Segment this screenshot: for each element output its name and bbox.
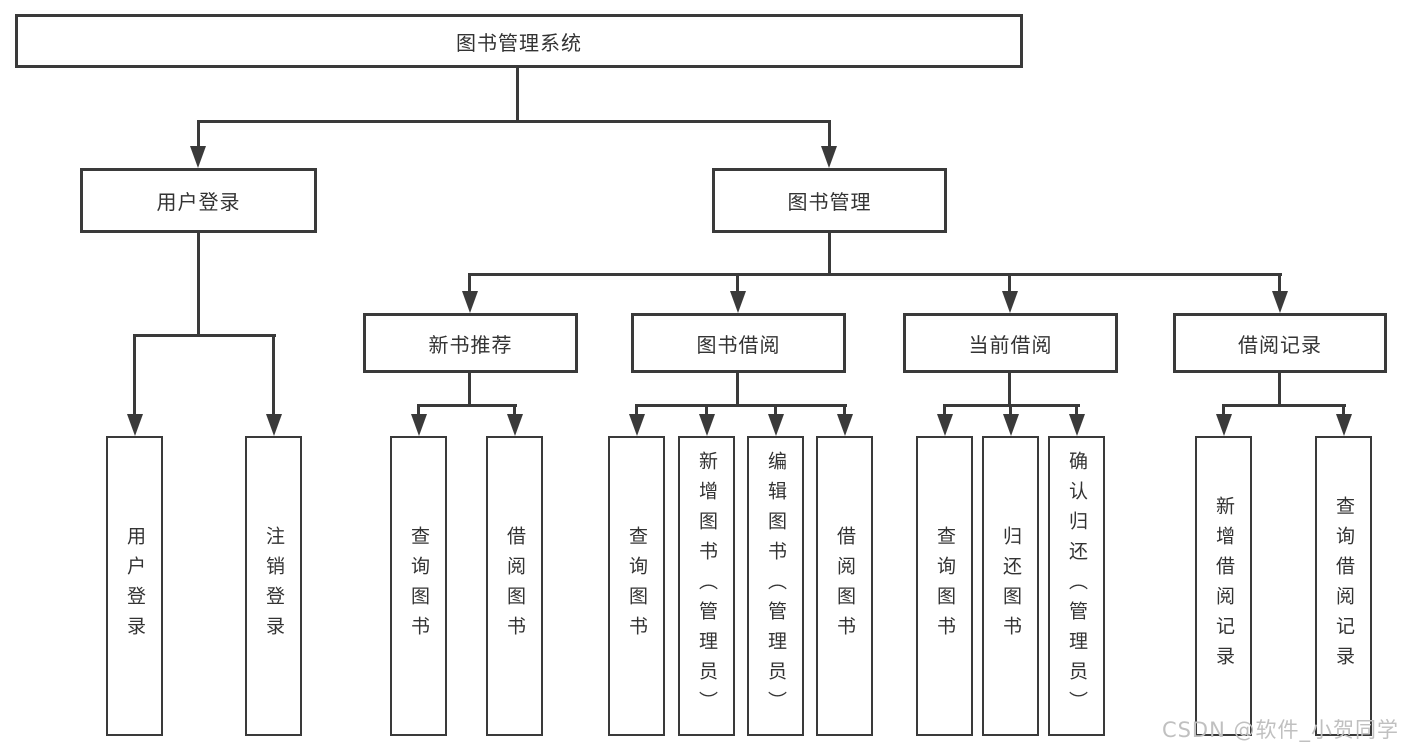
arrow-down-icon bbox=[1069, 414, 1085, 436]
leaf-borrow-books-newbooks: 借阅图书 bbox=[486, 436, 543, 736]
arrow-down-icon bbox=[821, 146, 837, 168]
arrow-down-icon bbox=[462, 291, 478, 313]
node-user-login: 用户登录 bbox=[80, 168, 317, 233]
node-current-borrowing-label: 当前借阅 bbox=[968, 332, 1053, 357]
leaf-label: 查询图书 bbox=[934, 526, 956, 646]
arrow-down-icon bbox=[411, 414, 427, 436]
connector-userlogin-split bbox=[133, 334, 276, 337]
connector-drop bbox=[468, 273, 471, 293]
arrow-down-icon bbox=[1003, 414, 1019, 436]
connector-newbooks-split bbox=[417, 404, 517, 407]
connector-userlogin-drop bbox=[197, 120, 200, 148]
connector-drop bbox=[513, 404, 516, 418]
leaf-label: 新增借阅记录 bbox=[1213, 496, 1235, 676]
connector-current-stem bbox=[1008, 373, 1011, 407]
node-book-borrowing-label: 图书借阅 bbox=[696, 332, 781, 357]
connector-drop bbox=[736, 273, 739, 293]
connector-drop bbox=[133, 334, 136, 414]
connector-drop bbox=[705, 404, 708, 418]
node-book-borrowing: 图书借阅 bbox=[631, 313, 846, 373]
leaf-logout: 注销登录 bbox=[245, 436, 302, 736]
leaf-label: 借阅图书 bbox=[504, 526, 526, 646]
connector-drop bbox=[417, 404, 420, 418]
leaf-label: 查询图书 bbox=[408, 526, 430, 646]
leaf-query-books-current: 查询图书 bbox=[916, 436, 973, 736]
leaf-user-login: 用户登录 bbox=[106, 436, 163, 736]
leaf-label: 查询借阅记录 bbox=[1333, 496, 1355, 676]
leaf-return-books: 归还图书 bbox=[982, 436, 1039, 736]
leaf-label: 确认归还（管理员） bbox=[1066, 451, 1088, 721]
node-user-login-label: 用户登录 bbox=[156, 190, 241, 214]
arrow-down-icon bbox=[937, 414, 953, 436]
connector-newbooks-stem bbox=[468, 373, 471, 407]
connector-userlogin-stem bbox=[197, 233, 200, 337]
arrow-down-icon bbox=[266, 414, 282, 436]
connector-drop bbox=[1009, 404, 1012, 418]
arrow-down-icon bbox=[629, 414, 645, 436]
node-borrowing-records-label: 借阅记录 bbox=[1238, 332, 1322, 357]
leaf-edit-books-admin: 编辑图书（管理员） bbox=[747, 436, 804, 736]
arrow-down-icon bbox=[699, 414, 715, 436]
connector-drop bbox=[843, 404, 846, 418]
leaf-label: 借阅图书 bbox=[834, 526, 856, 646]
connector-drop bbox=[1278, 273, 1281, 293]
node-borrowing-records: 借阅记录 bbox=[1173, 313, 1387, 373]
leaf-label: 用户登录 bbox=[124, 526, 146, 646]
node-book-management: 图书管理 bbox=[712, 168, 947, 233]
connector-drop bbox=[1222, 404, 1225, 418]
node-new-book-recommend: 新书推荐 bbox=[363, 313, 578, 373]
connector-bookmgmt-drop bbox=[828, 120, 831, 148]
node-root-label: 图书管理系统 bbox=[456, 30, 582, 55]
leaf-query-books-borrowing: 查询图书 bbox=[608, 436, 665, 736]
connector-drop bbox=[1075, 404, 1078, 418]
connector-drop bbox=[774, 404, 777, 418]
leaf-add-books-admin: 新增图书（管理员） bbox=[678, 436, 735, 736]
arrow-down-icon bbox=[1336, 414, 1352, 436]
connector-borrowing-split bbox=[635, 404, 847, 407]
arrow-down-icon bbox=[1272, 291, 1288, 313]
leaf-add-borrow-record: 新增借阅记录 bbox=[1195, 436, 1252, 736]
csdn-watermark: CSDN @软件_小贺同学 bbox=[1161, 718, 1399, 742]
leaf-label: 注销登录 bbox=[263, 526, 285, 646]
connector-records-stem bbox=[1278, 373, 1281, 407]
connector-drop bbox=[1008, 273, 1011, 293]
leaf-confirm-return-admin: 确认归还（管理员） bbox=[1048, 436, 1105, 736]
node-current-borrowing: 当前借阅 bbox=[903, 313, 1118, 373]
arrow-down-icon bbox=[730, 291, 746, 313]
leaf-label: 编辑图书（管理员） bbox=[765, 451, 787, 721]
leaf-borrow-books-borrowing: 借阅图书 bbox=[816, 436, 873, 736]
connector-root-split bbox=[197, 120, 831, 123]
connector-drop bbox=[1342, 404, 1345, 418]
arrow-down-icon bbox=[1002, 291, 1018, 313]
connector-bookmgmt-stem bbox=[828, 233, 831, 276]
arrow-down-icon bbox=[127, 414, 143, 436]
connector-drop bbox=[635, 404, 638, 418]
arrow-down-icon bbox=[190, 146, 206, 168]
leaf-label: 新增图书（管理员） bbox=[696, 451, 718, 721]
connector-bookmgmt-split bbox=[468, 273, 1282, 276]
leaf-query-borrow-record: 查询借阅记录 bbox=[1315, 436, 1372, 736]
arrow-down-icon bbox=[768, 414, 784, 436]
connector-drop bbox=[943, 404, 946, 418]
connector-drop bbox=[272, 334, 275, 414]
connector-records-split bbox=[1222, 404, 1346, 407]
node-book-management-label: 图书管理 bbox=[787, 190, 872, 214]
node-new-book-recommend-label: 新书推荐 bbox=[428, 332, 513, 357]
arrow-down-icon bbox=[507, 414, 523, 436]
arrow-down-icon bbox=[837, 414, 853, 436]
leaf-label: 查询图书 bbox=[626, 526, 648, 646]
leaf-query-books-newbooks: 查询图书 bbox=[390, 436, 447, 736]
connector-root-stem bbox=[516, 68, 519, 123]
arrow-down-icon bbox=[1216, 414, 1232, 436]
connector-borrowing-stem bbox=[736, 373, 739, 407]
leaf-label: 归还图书 bbox=[1000, 526, 1022, 646]
node-root: 图书管理系统 bbox=[15, 14, 1023, 68]
